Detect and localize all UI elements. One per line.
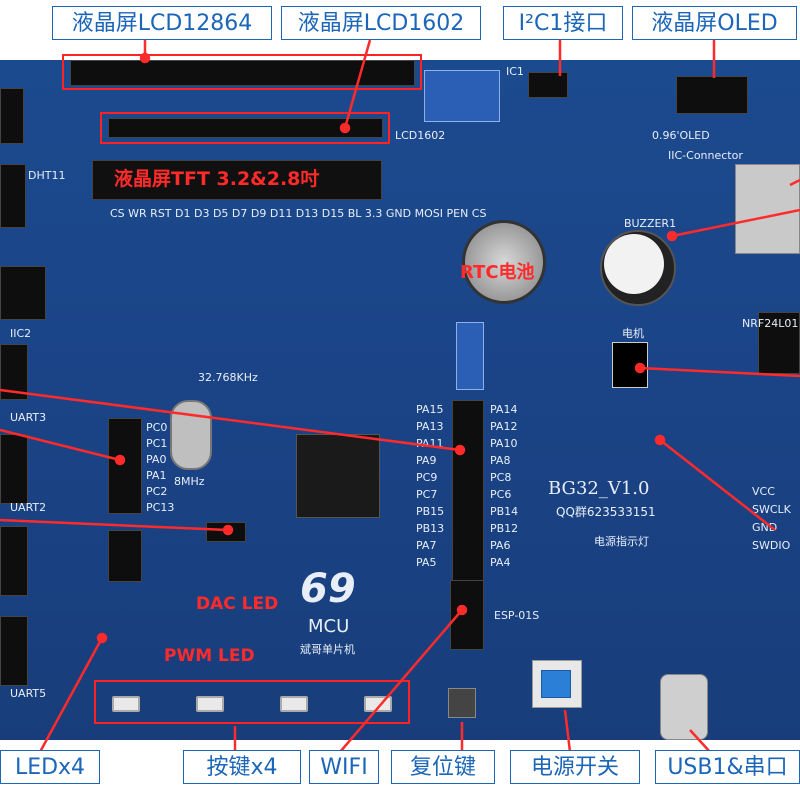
pin-right-8: PA6 (490, 539, 511, 552)
uart2-silk: UART2 (10, 501, 47, 514)
key-1 (112, 696, 140, 712)
uart5-silk: UART5 (10, 687, 47, 700)
h4-header (108, 530, 142, 582)
crystal-32k: 32.768KHz (198, 371, 258, 384)
pin-left-2: PA0 (146, 453, 167, 466)
sw-vcc: VCC (752, 485, 775, 498)
key-3 (280, 696, 308, 712)
left-header-j2 (0, 266, 46, 320)
oled-silk: 0.96'OLED (652, 129, 710, 142)
potentiometer-mid (456, 322, 484, 390)
label-keyx4: 按键x4 (183, 750, 301, 784)
pin-left-5: PC13 (146, 501, 175, 514)
label-lcd1602: 液晶屏LCD1602 (281, 6, 481, 40)
key-2 (196, 696, 224, 712)
version-silk: BG32_V1.0 (548, 478, 650, 499)
tft-header (92, 160, 382, 200)
pin-right-9: PA4 (490, 556, 511, 569)
buzzer-seal (604, 234, 664, 294)
pin-mid-1: PA13 (416, 420, 444, 433)
esp-header (450, 580, 484, 650)
lcd12864-box (62, 54, 422, 90)
pin-right-6: PB14 (490, 505, 519, 518)
buzzer-silk: BUZZER1 (624, 217, 677, 230)
pin-right-7: PB12 (490, 522, 519, 535)
label-usb1: USB1&串口 (655, 750, 800, 784)
keys-box (94, 680, 410, 724)
left-header-uart3 (0, 434, 28, 504)
uart3-silk: UART3 (10, 411, 47, 424)
iic-connector-silk: IIC-Connector (668, 149, 743, 162)
left-header-uart5 (0, 616, 28, 686)
pwm-led-label: PWM LED (164, 646, 255, 666)
reset-button (448, 688, 476, 718)
pin-left-3: PA1 (146, 469, 167, 482)
motor-silk: 电机 (622, 327, 644, 340)
sw-swclk: SWCLK (752, 503, 791, 516)
rtc-battery (462, 220, 546, 304)
label-lcd12864: 液晶屏LCD12864 (52, 6, 272, 40)
qq-silk: QQ群623533151 (556, 505, 656, 519)
tft-pin-row-top: CS WR RST D1 D3 D5 D7 D9 D11 D13 D15 BL … (110, 207, 487, 220)
pin-mid-7: PB13 (416, 522, 445, 535)
pin-mid-3: PA9 (416, 454, 437, 467)
pin-mid-0: PA15 (416, 403, 444, 416)
pin-right-4: PC8 (490, 471, 512, 484)
sw-gnd: GND (752, 521, 778, 534)
lcd1602-silk: LCD1602 (395, 129, 446, 142)
pin-right-5: PC6 (490, 488, 512, 501)
pin-left-1: PC1 (146, 437, 168, 450)
crystal-8m-silk: 8MHz (174, 475, 205, 488)
h3-header (108, 418, 142, 514)
sd-card-slot (735, 164, 800, 254)
tft-label: 液晶屏TFT 3.2&2.8吋 (114, 168, 320, 190)
ic1-silk: IC1 (506, 65, 524, 78)
label-reset: 复位键 (391, 750, 495, 784)
pin-mid-4: PC9 (416, 471, 438, 484)
iic2-silk: IIC2 (10, 327, 32, 340)
pcb-board: LCD1602 液晶屏TFT 3.2&2.8吋 CS WR RST D1 D3 … (0, 54, 800, 740)
dht-silk: DHT11 (28, 169, 66, 182)
dac-led-label: DAC LED (196, 594, 279, 614)
esp-silk: ESP-01S (494, 609, 540, 622)
crystal-8m (170, 400, 212, 470)
pin-mid-9: PA5 (416, 556, 437, 569)
mcu-subtext: 斌哥单片机 (300, 643, 355, 656)
mcu-chip (296, 434, 380, 518)
pin-mid-8: PA7 (416, 539, 437, 552)
lcd1602-header (108, 118, 383, 138)
left-header-top (0, 88, 24, 144)
oled-header (676, 76, 748, 114)
usb-c-port (660, 674, 708, 740)
label-wifi: WIFI (309, 750, 379, 784)
label-oled: 液晶屏OLED (632, 6, 797, 40)
sw-swdio: SWDIO (752, 539, 791, 552)
label-i2c1: I²C1接口 (503, 6, 623, 40)
power-led-silk: 电源指示灯 (594, 535, 649, 548)
power-switch-button (541, 670, 571, 698)
pin-mid-5: PC7 (416, 488, 438, 501)
left-header-dht (0, 164, 26, 228)
pin-mid-6: PB15 (416, 505, 445, 518)
logo-69: 69 (300, 566, 356, 612)
pin-right-3: PA8 (490, 454, 511, 467)
label-power-switch: 电源开关 (510, 750, 640, 784)
nrf-silk: NRF24L01 (742, 317, 799, 330)
i2c1-header (528, 72, 568, 98)
lcd1602-box (100, 112, 390, 144)
pin-left-0: PC0 (146, 421, 168, 434)
left-header-uart2 (0, 526, 28, 596)
nrf-header (758, 312, 800, 374)
rtc-label: RTC电池 (460, 262, 535, 283)
pin-right-1: PA12 (490, 420, 518, 433)
mcu-text: MCU (308, 616, 350, 637)
pin-left-4: PC2 (146, 485, 168, 498)
pin-right-0: PA14 (490, 403, 518, 416)
label-ledx4: LEDx4 (0, 750, 100, 784)
pin-right-2: PA10 (490, 437, 518, 450)
potentiometer-top (424, 70, 500, 122)
